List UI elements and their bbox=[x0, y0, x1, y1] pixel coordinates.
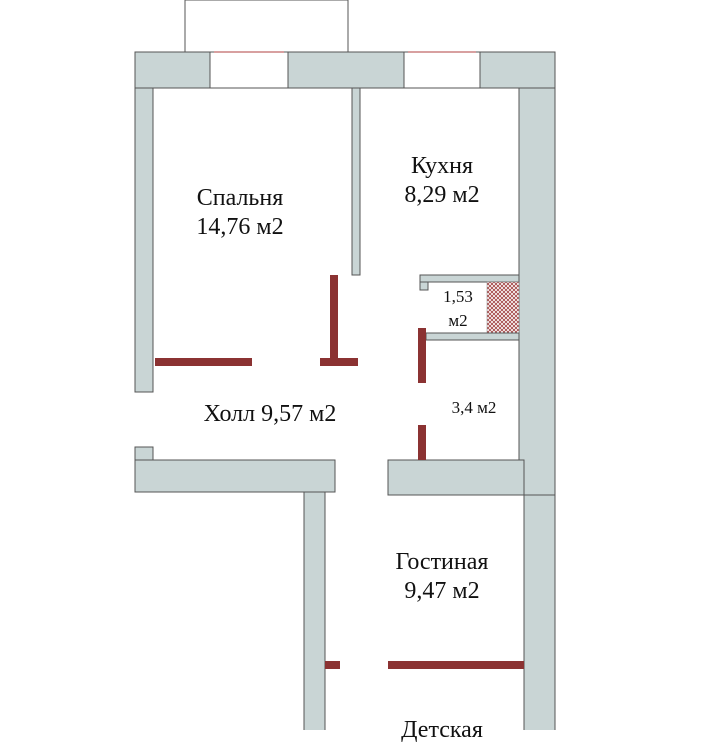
door-jamb-vertical bbox=[330, 275, 338, 365]
bathroom-fixture bbox=[486, 281, 520, 334]
storage-label: 3,4 м2 bbox=[428, 398, 520, 418]
door-kids-right bbox=[388, 661, 524, 669]
bedroom-area: 14,76 м2 bbox=[196, 213, 284, 240]
hall-bottom-wall-left bbox=[134, 459, 336, 493]
bathroom-area-line2: м2 bbox=[448, 311, 468, 330]
bedroom-label: Спальня 14,76 м2 bbox=[160, 184, 320, 242]
bedroom-name: Спальня bbox=[196, 185, 284, 211]
hall-bottom-wall-right bbox=[387, 459, 525, 496]
top-wall bbox=[134, 51, 556, 89]
bathroom-bottom-wall bbox=[425, 332, 520, 341]
living-label: Гостиная 9,47 м2 bbox=[362, 548, 522, 606]
door-jamb-horizontal bbox=[320, 358, 358, 366]
door-kids-left bbox=[325, 661, 340, 669]
left-wall bbox=[134, 87, 154, 393]
window-bedroom bbox=[209, 51, 289, 89]
bathroom-area-line1: 1,53 bbox=[443, 287, 473, 306]
door-bedroom bbox=[155, 358, 252, 366]
partition-wall bbox=[351, 87, 361, 276]
kitchen-name: Кухня bbox=[410, 153, 474, 179]
bathroom-notch bbox=[419, 281, 429, 291]
bathroom-label: 1,53 м2 bbox=[430, 285, 486, 333]
kids-name: Детская bbox=[401, 717, 483, 743]
door-bathroom bbox=[418, 328, 426, 383]
balcony bbox=[184, 0, 349, 53]
kitchen-label: Кухня 8,29 м2 bbox=[362, 152, 522, 210]
kids-label: Детская bbox=[362, 716, 522, 745]
hall-label: Холл 9,57 м2 bbox=[170, 400, 370, 429]
right-wall-lower bbox=[523, 494, 556, 730]
living-name: Гостиная bbox=[395, 549, 489, 575]
kitchen-area: 8,29 м2 bbox=[404, 181, 480, 208]
hall-left-stub bbox=[134, 446, 154, 462]
floor-plan bbox=[134, 0, 556, 730]
hall-text: Холл 9,57 м2 bbox=[203, 401, 337, 427]
bathroom-top-wall bbox=[419, 274, 520, 283]
center-wall bbox=[303, 491, 326, 730]
door-storage bbox=[418, 425, 426, 460]
window-kitchen bbox=[403, 51, 481, 89]
right-wall-upper bbox=[518, 87, 556, 496]
living-area: 9,47 м2 bbox=[404, 577, 480, 604]
storage-area: 3,4 м2 bbox=[451, 398, 497, 417]
